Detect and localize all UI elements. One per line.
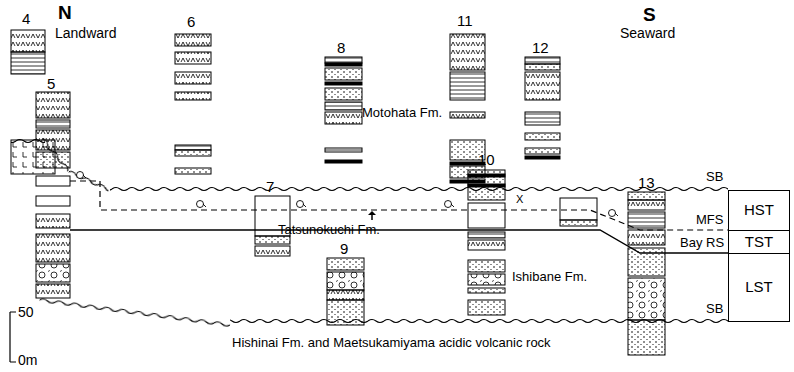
formation-name: Motohata Fm. [362, 106, 442, 121]
tract-label: HST [744, 202, 774, 219]
sample-mark: X [516, 193, 523, 206]
column-number: 9 [340, 240, 348, 257]
column-number: 8 [337, 39, 345, 56]
column-number: 10 [478, 151, 495, 168]
column-number: 5 [47, 75, 55, 92]
tract-label: LST [745, 279, 773, 296]
column-number: 12 [532, 39, 549, 56]
column-number: 4 [22, 10, 30, 27]
scale-value: 50 [18, 304, 34, 320]
surface-label: SB [706, 302, 723, 317]
column-number: 6 [187, 13, 195, 30]
formation-name: Hishinai Fm. and Maetsukamiyama acidic v… [232, 336, 551, 351]
systems-tract-box: LST [728, 253, 790, 322]
surface-label: SB [706, 170, 723, 185]
scale-value: 0m [18, 352, 37, 368]
systems-tract-box: TST [728, 230, 790, 254]
systems-tract-box: HST [728, 190, 790, 231]
tract-label: TST [745, 234, 773, 251]
formation-name: Tatsunokuchi Fm. [278, 223, 380, 238]
direction-letter: S [643, 4, 656, 26]
direction-label: Seaward [620, 25, 675, 41]
column-number: 11 [457, 12, 473, 29]
direction-letter: N [58, 2, 72, 24]
direction-label: Landward [55, 25, 117, 41]
formation-name: Ishibane Fm. [512, 270, 587, 285]
surface-label: Bay RS [680, 236, 724, 251]
column-number: 7 [266, 178, 274, 195]
surface-label: MFS [696, 213, 723, 228]
column-number: 13 [638, 174, 655, 191]
